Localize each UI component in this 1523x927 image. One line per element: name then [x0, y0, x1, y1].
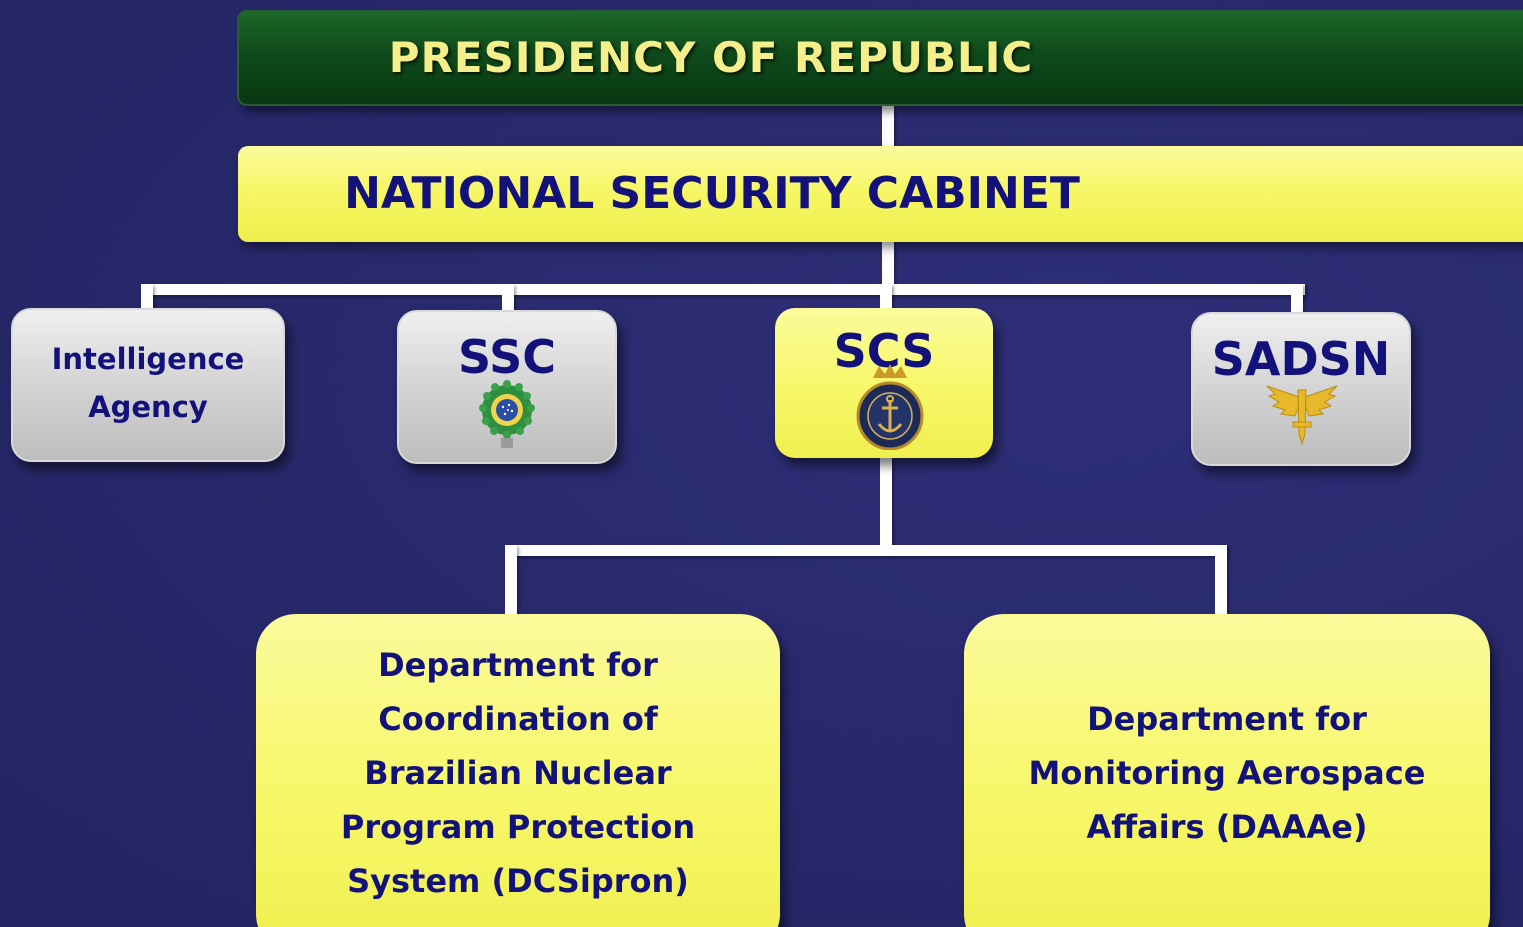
unit-intelligence-agency: Intelligence Agency	[11, 308, 285, 462]
department-dcsipron	[256, 614, 780, 927]
connector-ssc	[502, 284, 514, 312]
unit-label-line1: Intelligence	[51, 342, 245, 376]
department-line: Brazilian Nuclear	[364, 754, 672, 792]
department-line: Program Protection	[340, 808, 696, 846]
unit-ssc: SSC	[397, 310, 617, 464]
unit-label-line2: Agency	[88, 390, 208, 424]
navy-emblem-icon	[856, 364, 924, 450]
connector-level3-bar	[505, 545, 1227, 556]
cabinet-title: NATIONAL SECURITY CABINET	[344, 168, 1080, 219]
department-line: Monitoring Aerospace	[1028, 754, 1426, 792]
connector-sadsn	[1291, 284, 1303, 314]
department-daaae	[964, 614, 1490, 927]
connector-dcsipron	[505, 545, 517, 615]
connector-level2-bar	[141, 284, 1305, 295]
department-line: Department for	[1087, 700, 1367, 738]
connector-intelligence	[141, 284, 153, 310]
unit-label: SSC	[458, 330, 556, 384]
department-dcsipron-text: Department for Coordination of Brazilian…	[256, 638, 780, 908]
connector-presidency-cabinet	[882, 106, 894, 148]
department-line: Affairs (DAAAe)	[1086, 808, 1368, 846]
department-line: Coordination of	[378, 700, 658, 738]
army-emblem-icon	[479, 380, 535, 448]
connector-daaae	[1215, 545, 1227, 615]
department-line: Department for	[378, 646, 658, 684]
department-daaae-text: Department for Monitoring Aerospace Affa…	[964, 692, 1490, 854]
connector-cabinet-trunk	[882, 242, 894, 292]
unit-label: SADSN	[1211, 332, 1391, 386]
department-line: System (DCSipron)	[347, 862, 689, 900]
unit-label: SCS	[833, 324, 935, 378]
connector-scs	[880, 284, 892, 310]
connector-scs-down	[880, 458, 892, 552]
unit-sadsn: SADSN	[1191, 312, 1411, 466]
presidency-box: PRESIDENCY OF REPUBLIC	[237, 10, 1523, 106]
air-force-emblem-icon	[1266, 385, 1338, 446]
cabinet-box	[238, 146, 1523, 242]
presidency-title: PRESIDENCY OF REPUBLIC	[388, 33, 1034, 82]
unit-scs: SCS	[775, 308, 993, 458]
